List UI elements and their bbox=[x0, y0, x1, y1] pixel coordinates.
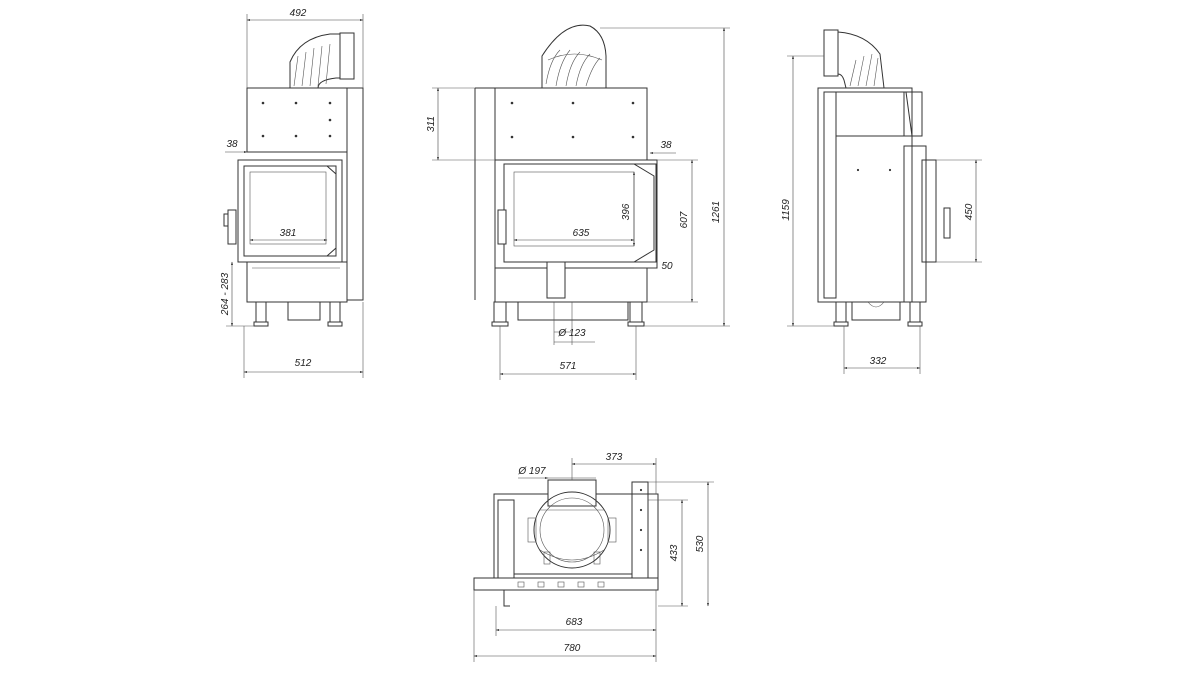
front-door-handle bbox=[227, 209, 237, 245]
dim-middle-glass-height: 396 bbox=[621, 203, 632, 220]
top-body bbox=[493, 493, 659, 591]
flue-elbow bbox=[289, 32, 355, 89]
side-view bbox=[817, 29, 951, 327]
middle-door-handle bbox=[497, 209, 507, 245]
dim-middle-door-height: 607 bbox=[679, 211, 690, 228]
dim-top-total-width: 780 bbox=[564, 643, 581, 654]
dim-top-inner-depth: 433 bbox=[669, 544, 680, 561]
middle-door bbox=[494, 159, 658, 269]
dim-front-bottom-width: 512 bbox=[295, 358, 312, 369]
side-flue-elbow bbox=[823, 29, 885, 89]
dim-middle-total-height: 1261 bbox=[711, 201, 722, 223]
dim-middle-bottom-offset: 50 bbox=[661, 261, 673, 272]
dim-top-inner-width: 683 bbox=[566, 617, 583, 628]
middle-view-dimensions: 311 38 396 635 607 1261 50 Ø 123 571 bbox=[426, 27, 730, 380]
middle-upper-body bbox=[494, 87, 648, 161]
dim-side-depth: 332 bbox=[870, 356, 887, 367]
middle-flue-cap bbox=[541, 24, 607, 89]
front-door bbox=[237, 159, 343, 263]
dim-middle-upper-height: 311 bbox=[426, 116, 437, 132]
top-flue-collar bbox=[547, 479, 597, 507]
dim-top-flue-offset: 373 bbox=[606, 452, 623, 463]
side-body bbox=[817, 87, 913, 303]
top-view bbox=[473, 479, 659, 607]
middle-view bbox=[474, 24, 658, 327]
dim-front-glass-width: 381 bbox=[280, 228, 297, 239]
front-view-dimensions: 492 38 381 264 - 283 512 bbox=[220, 8, 364, 378]
dim-side-total-height: 1159 bbox=[781, 199, 792, 221]
dim-middle-flue-diameter: Ø 123 bbox=[557, 328, 586, 339]
front-view bbox=[223, 32, 364, 327]
top-flue-ring bbox=[533, 491, 611, 569]
dim-top-flue-diameter: Ø 197 bbox=[517, 466, 546, 477]
dim-side-duct-height: 450 bbox=[964, 203, 975, 220]
dim-front-top-width: 492 bbox=[290, 8, 307, 19]
dim-front-side-offset: 38 bbox=[226, 139, 238, 150]
front-upper-body bbox=[246, 87, 348, 153]
dim-top-total-depth: 530 bbox=[695, 535, 706, 552]
side-view-dimensions: 1159 450 332 bbox=[781, 55, 982, 374]
dim-front-foot-height: 264 - 283 bbox=[220, 272, 231, 316]
dim-middle-side-offset: 38 bbox=[660, 140, 672, 151]
top-view-dimensions: 373 Ø 197 433 530 683 780 bbox=[473, 452, 714, 662]
dim-middle-bottom-width: 571 bbox=[560, 361, 577, 372]
dim-middle-glass-width: 635 bbox=[573, 228, 590, 239]
